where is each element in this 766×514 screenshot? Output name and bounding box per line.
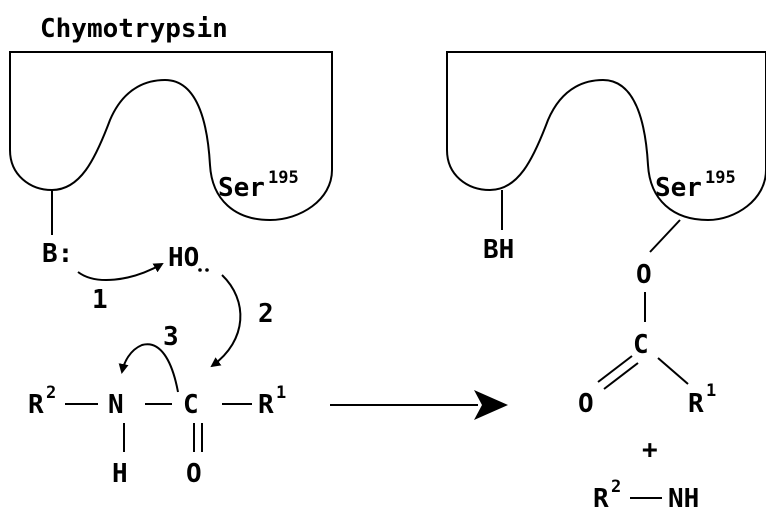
serine-number-right: 195 xyxy=(705,168,736,188)
arrow-step-3 xyxy=(118,343,179,393)
diagram-title: Chymotrypsin xyxy=(40,14,228,44)
r1-label-left: R xyxy=(258,390,274,420)
r1-sup-left: 1 xyxy=(276,383,286,403)
amide-hydrogen: H xyxy=(112,459,128,489)
plus-sign: + xyxy=(642,435,658,465)
step-1-label: 1 xyxy=(92,285,108,315)
r2-label-right: R xyxy=(593,484,609,514)
amine-product-label: NH xyxy=(668,484,699,514)
hydroxyl-label: HO xyxy=(168,243,199,273)
enzyme-pocket-left xyxy=(9,51,333,222)
reaction-arrow-head xyxy=(474,390,508,420)
serine-residue-label-left: Ser xyxy=(218,173,265,203)
double-bond-line xyxy=(597,355,633,383)
base-label: B: xyxy=(42,239,73,269)
double-bond-line xyxy=(603,362,639,390)
bond-c-r1-right xyxy=(657,357,689,385)
r2-label-left: R xyxy=(28,390,44,420)
step-3-label: 3 xyxy=(163,322,179,352)
serine-residue-label-right: Ser xyxy=(655,173,702,203)
carbonyl-oxygen-right: O xyxy=(578,389,594,419)
lone-pair-dot xyxy=(198,268,202,272)
protonated-base-label: BH xyxy=(483,235,514,265)
serine-number-left: 195 xyxy=(268,168,299,188)
ester-oxygen: O xyxy=(636,260,652,290)
carbonyl-oxygen-left: O xyxy=(186,459,202,489)
amide-nitrogen: N xyxy=(108,390,124,420)
bond-ser-o xyxy=(649,219,681,253)
lone-pair-dot xyxy=(205,268,209,272)
step-2-label: 2 xyxy=(258,299,274,329)
arrow-step-2 xyxy=(210,274,242,368)
enzyme-pocket-right xyxy=(446,51,766,222)
carbonyl-carbon-right: C xyxy=(633,330,649,360)
r2-sup-right: 2 xyxy=(611,477,621,497)
carbonyl-carbon-left: C xyxy=(183,390,199,420)
r1-sup-right: 1 xyxy=(706,381,716,401)
r1-label-right: R xyxy=(688,389,704,419)
arrow-step-1 xyxy=(77,263,164,281)
r2-sup-left: 2 xyxy=(46,383,56,403)
